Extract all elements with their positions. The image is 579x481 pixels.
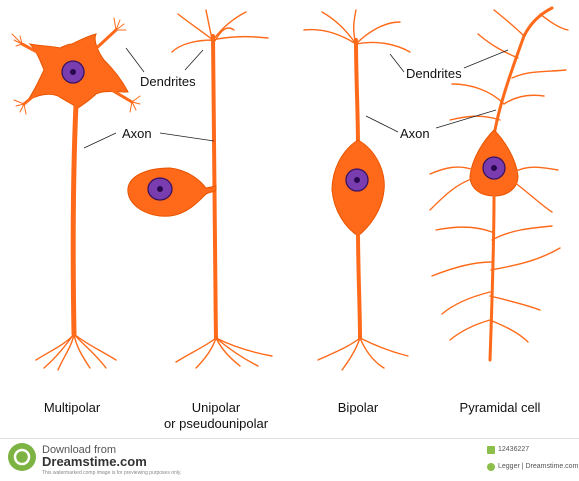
author-credit[interactable]: Legger | Dreamstime.com xyxy=(498,463,579,470)
bipolar-neuron xyxy=(303,9,411,371)
annotations: Dendrites Axon Dendrites Axon xyxy=(83,47,509,149)
watermark-footer: Download from Dreamstime.com This waterm… xyxy=(0,438,579,481)
dreamstime-logo-icon xyxy=(8,443,36,471)
pyramidal-neuron xyxy=(429,6,569,362)
id-icon xyxy=(487,446,495,454)
caption-bipolar: Bipolar xyxy=(338,400,379,415)
download-from-text: Download from xyxy=(42,444,116,456)
label-axon-right: Axon xyxy=(400,126,430,141)
preview-notice: This watermarked comp image is for previ… xyxy=(42,470,182,476)
caption-pyramidal: Pyramidal cell xyxy=(460,400,541,415)
multipolar-neuron xyxy=(11,17,141,371)
image-id: 12436227 xyxy=(498,446,530,453)
label-axon-left: Axon xyxy=(122,126,152,141)
label-dendrites-left: Dendrites xyxy=(140,74,196,89)
caption-multipolar: Multipolar xyxy=(44,400,101,415)
author-icon xyxy=(487,463,495,471)
caption-pseudounipolar: or pseudounipolar xyxy=(164,416,269,431)
unipolar-neuron xyxy=(127,9,273,369)
caption-unipolar: Unipolar xyxy=(192,400,241,415)
captions: Multipolar Unipolar or pseudounipolar Bi… xyxy=(44,400,541,431)
neuron-types-diagram: Dendrites Axon Dendrites Axon Multipolar… xyxy=(11,6,569,431)
label-dendrites-right: Dendrites xyxy=(406,66,462,81)
dreamstime-site-link[interactable]: Dreamstime.com xyxy=(42,454,147,469)
